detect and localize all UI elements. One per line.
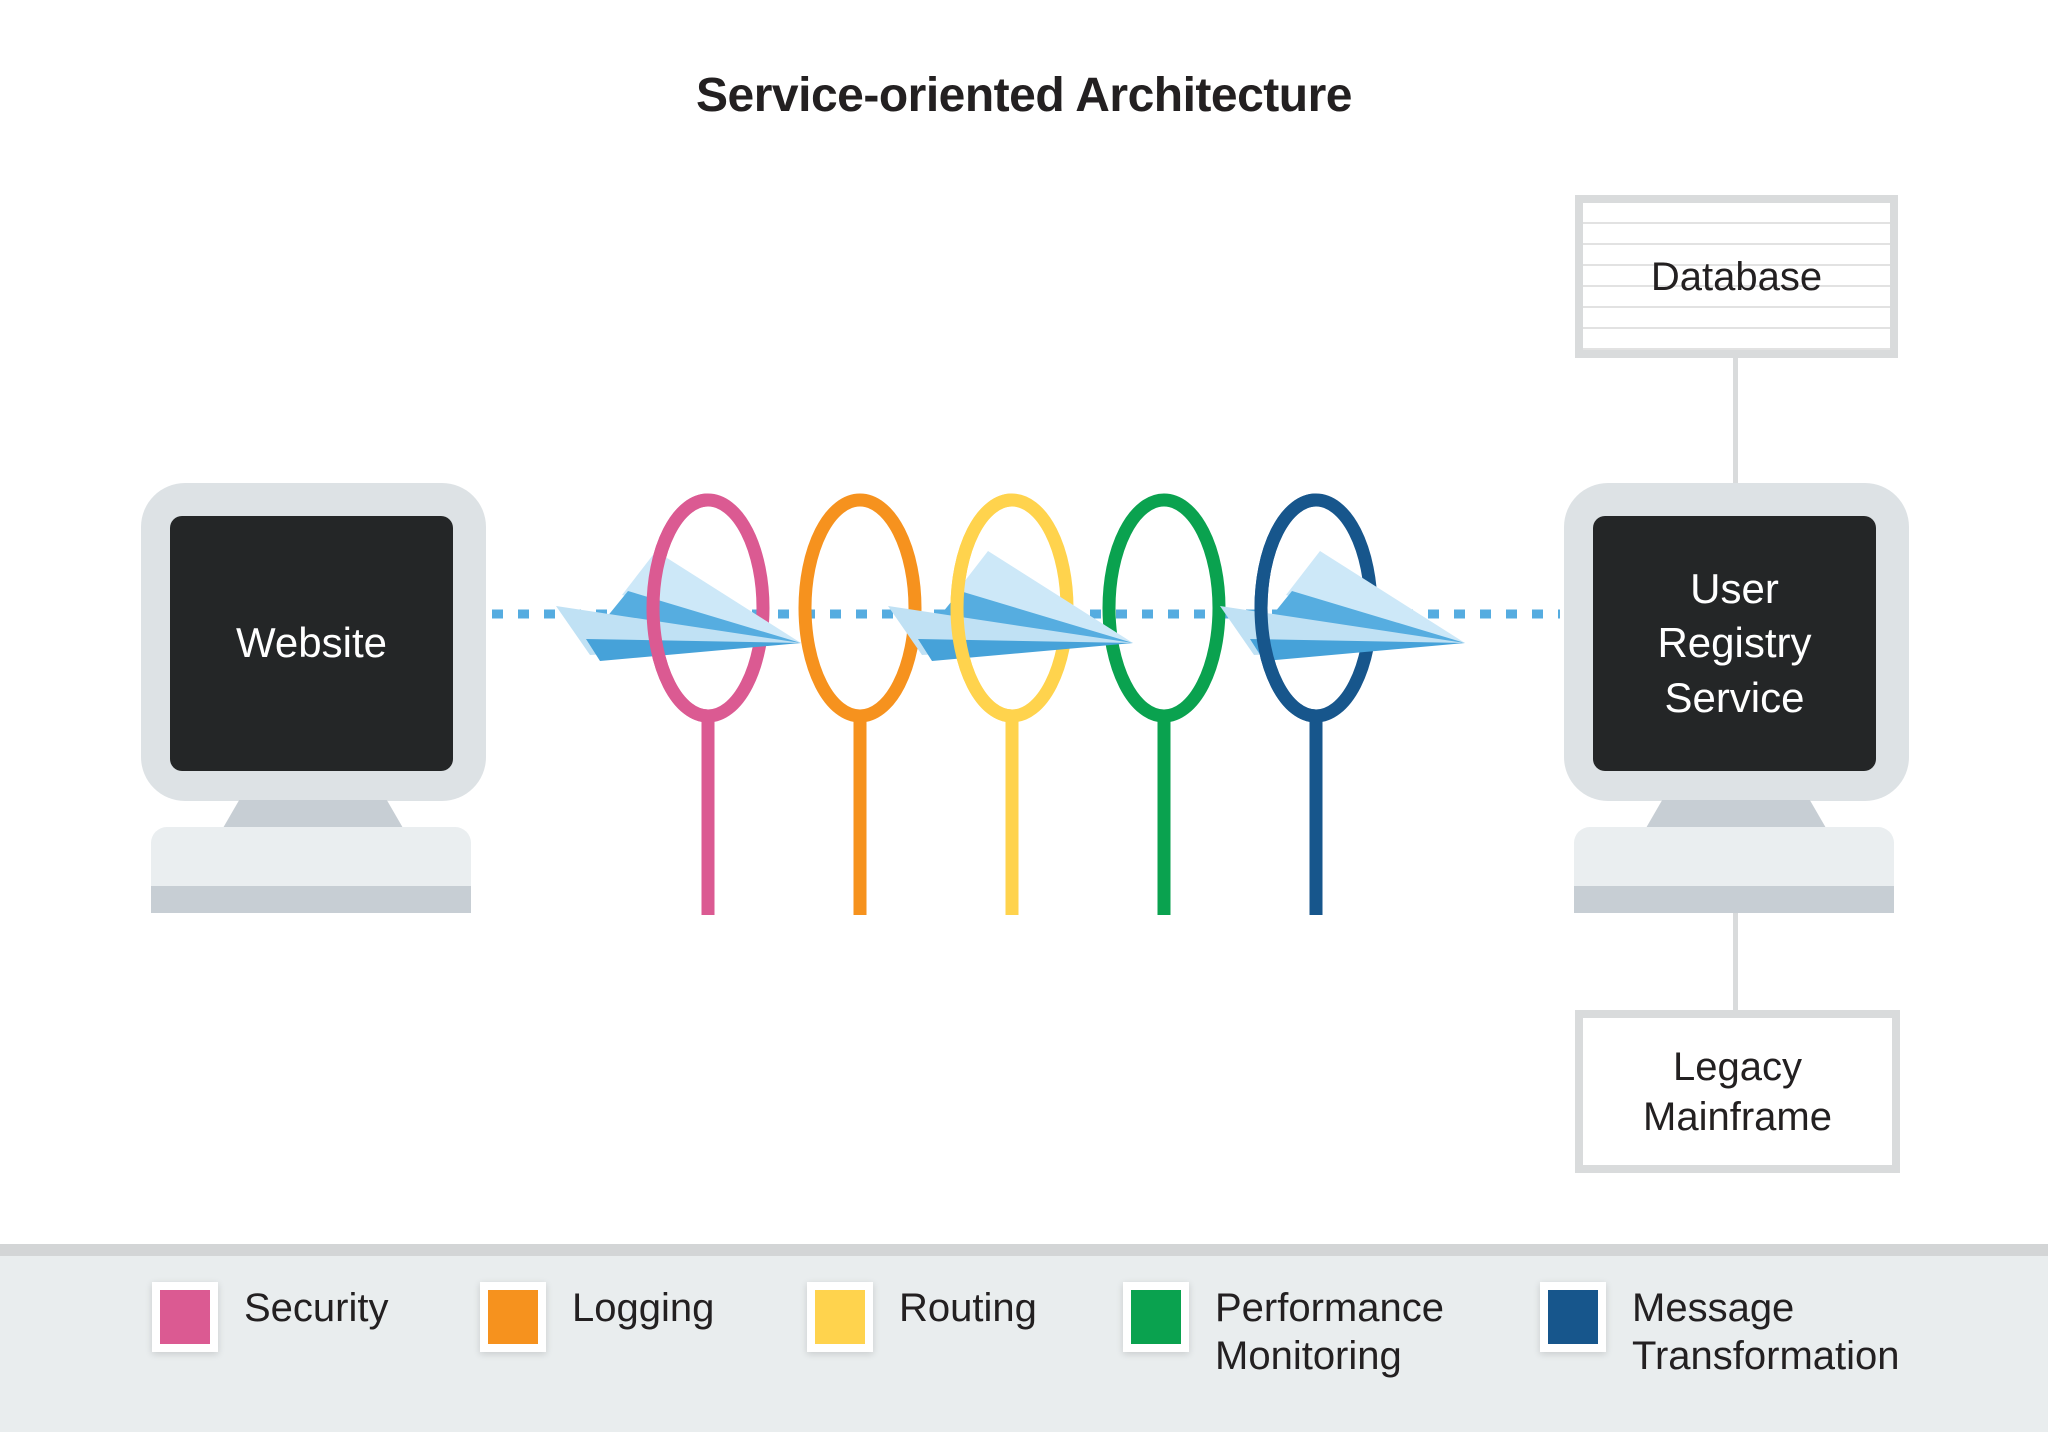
- logging-color-chip: [488, 1290, 538, 1344]
- security-color-chip: [160, 1290, 210, 1344]
- legend-label-routing: Routing: [899, 1286, 1037, 1330]
- user-registry-screen: User Registry Service: [1593, 516, 1876, 771]
- page-title: Service-oriented Architecture: [696, 69, 1352, 122]
- legend-item-routing: Routing: [807, 1282, 1037, 1352]
- legend-swatch-performance-monitoring: [1123, 1282, 1189, 1352]
- legend-top-border: [0, 1244, 2048, 1256]
- legend-item-logging: Logging: [480, 1282, 714, 1352]
- legend-label-logging: Logging: [572, 1286, 715, 1330]
- database-connector-line: [1733, 358, 1738, 485]
- legend-item-security: Security: [152, 1282, 389, 1352]
- user-registry-monitor-base: [1574, 827, 1894, 913]
- legend-label-performance-monitoring: Performance Monitoring: [1215, 1286, 1444, 1378]
- ring-security-front-arc: [646, 493, 709, 723]
- routing-color-chip: [815, 1290, 865, 1344]
- database-box: Database: [1575, 195, 1898, 358]
- paper-plane-2: [888, 551, 1133, 661]
- user-registry-monitor-stand: [1646, 800, 1826, 828]
- legacy-mainframe-box: Legacy Mainframe: [1575, 1010, 1900, 1173]
- ring-performance-monitoring: [1102, 493, 1226, 915]
- website-monitor-base-strip: [151, 886, 471, 913]
- website-monitor-stand: [223, 800, 403, 828]
- user-registry-monitor-base-strip: [1574, 886, 1894, 913]
- ring-logging: [798, 493, 922, 915]
- legend-swatch-message-transformation: [1540, 1282, 1606, 1352]
- ring-routing-front-arc: [950, 493, 1013, 723]
- legacy-connector-line: [1733, 913, 1738, 1010]
- legend-item-message-transformation: Message Transformation: [1540, 1282, 1900, 1380]
- message-transformation-color-chip: [1548, 1290, 1598, 1344]
- website-label: Website: [236, 619, 387, 667]
- ring-routing: [950, 493, 1074, 915]
- database-label: Database: [1650, 254, 1823, 299]
- legacy-mainframe-label: Legacy Mainframe: [1643, 1044, 1832, 1139]
- user-registry-label: User Registry Service: [1657, 564, 1812, 721]
- website-screen: Website: [170, 516, 453, 771]
- legend-swatch-logging: [480, 1282, 546, 1352]
- performance-monitoring-color-chip: [1131, 1290, 1181, 1344]
- legend-swatch-security: [152, 1282, 218, 1352]
- website-monitor-base: [151, 827, 471, 913]
- legend-swatch-routing: [807, 1282, 873, 1352]
- legend-item-performance-monitoring: Performance Monitoring: [1123, 1282, 1444, 1380]
- legend: Security Logging Routing Performance Mon…: [0, 1244, 2048, 1432]
- legend-label-message-transformation: Message Transformation: [1632, 1286, 1900, 1378]
- legend-label-security: Security: [244, 1286, 389, 1330]
- ring-message-transformation-front-arc: [1254, 493, 1317, 723]
